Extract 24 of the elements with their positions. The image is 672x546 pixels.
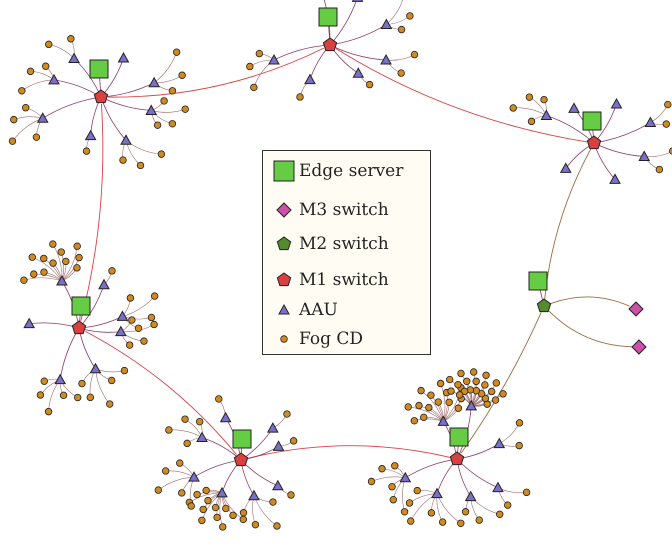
switch-icon [72,320,86,334]
connection-line [108,48,324,98]
connection-line [460,312,542,454]
connection-line [548,310,632,348]
switch-icon [586,135,602,150]
legend-label: M2 switch [299,234,389,254]
switch-icon [628,301,644,317]
connection-line [550,296,630,307]
switch-icon [536,298,552,312]
legend-label: M3 switch [299,200,389,220]
connection-line [336,48,588,142]
connection-line [247,445,451,459]
connection-line [84,330,237,456]
legend-label: Fog CD [299,329,364,349]
legend-label: M1 switch [299,270,389,290]
switch-icon [631,339,647,355]
connection-line [80,104,104,322]
switch-icon [94,89,108,104]
switch-icon [450,451,464,466]
switch-icon [234,452,248,466]
connection-line [544,148,592,300]
legend-label: Edge server [299,161,404,181]
legend-label: AAU [299,300,338,320]
switch-icon [322,37,338,52]
